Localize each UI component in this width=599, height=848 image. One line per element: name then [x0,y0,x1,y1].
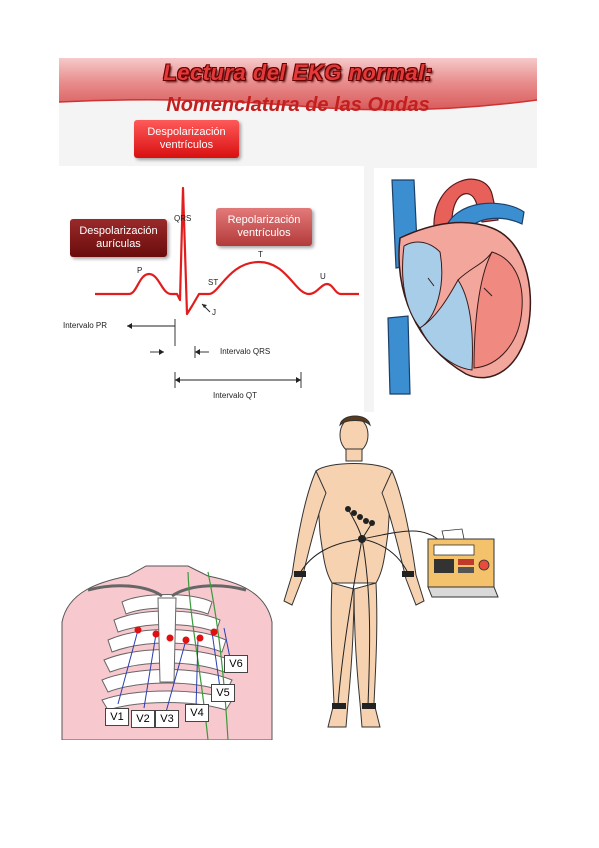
label-st: ST [208,278,219,287]
label-j: J [212,308,216,317]
chest-leads-diagram [61,565,273,740]
label-p: P [137,266,143,275]
lead-v1: V1 [105,708,129,726]
body-figure-illustration [283,415,499,728]
electrocardiograph-machine-icon [427,528,499,598]
lead-v2: V2 [131,710,155,728]
label-u: U [320,272,326,281]
ecg-diagram: QRS P ST T U J Intervalo PR Intervalo QR… [59,166,364,412]
ekg-slide: Lectura del EKG normal: Nomenclatura de … [59,58,537,412]
heart-icon [387,178,532,395]
label-intervalo-qrs: Intervalo QRS [220,347,271,356]
label-t: T [258,250,263,259]
box-despolarizacion-auriculas: Despolarización aurículas [70,219,167,257]
lead-v5: V5 [211,684,235,702]
banner-wave-decoration [59,99,537,116]
heart-illustration [374,168,537,412]
box-repolarizacion-ventriculos: Repolarización ventrículos [216,208,312,246]
slide-subtitle: Nomenclatura de las Ondas [166,94,430,116]
lead-v6: V6 [224,655,248,673]
electrode-dots [134,626,218,644]
label-intervalo-qt: Intervalo QT [213,391,258,400]
box-despolarizacion-ventriculos: Despolarización ventrículos [134,120,239,158]
lead-v3: V3 [155,710,179,728]
label-qrs: QRS [174,214,192,223]
ecg-trace [95,186,359,388]
slide-title: Lectura del EKG normal: [163,60,433,85]
label-intervalo-pr: Intervalo PR [63,321,108,330]
lead-v4: V4 [185,704,209,722]
